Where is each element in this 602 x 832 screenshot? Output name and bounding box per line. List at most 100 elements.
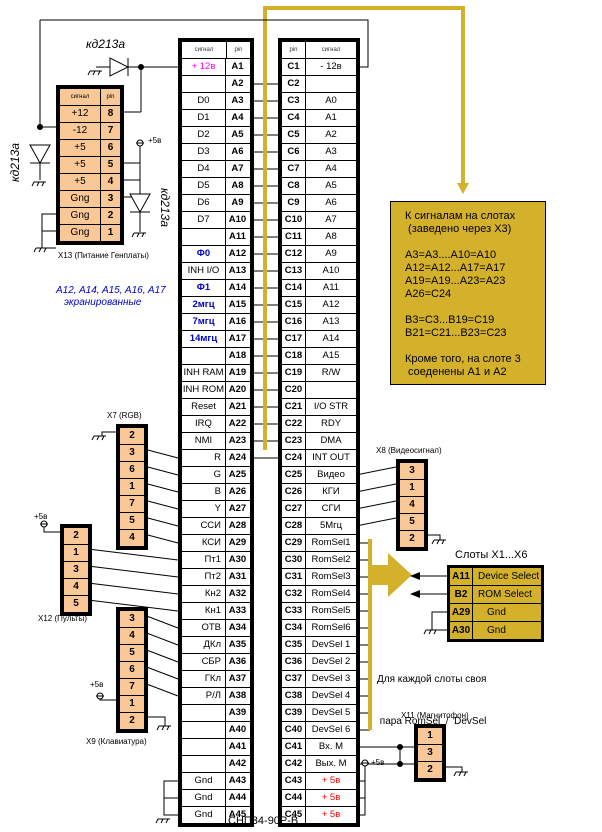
pin-number: A5	[231, 129, 244, 140]
pin-number: C15	[282, 297, 306, 313]
x13-signal: +12	[60, 106, 101, 122]
pin-number: A1	[231, 61, 244, 72]
pin-number: A29	[228, 537, 247, 548]
ground-icon	[36, 181, 40, 187]
signal-name: A0	[325, 95, 337, 106]
wire	[87, 582, 179, 595]
pair-note-line1: Для каждой слоты своя	[377, 674, 487, 685]
x8-pin: 1	[400, 479, 424, 496]
pin-number: A6	[231, 146, 244, 157]
x13-row: +12 8	[60, 105, 120, 122]
x13-pin: 8	[107, 108, 114, 119]
signal-name: Вых. М	[315, 758, 347, 769]
x9-pin: 3	[129, 613, 135, 624]
slot-note-line: Кроме того, на слоте 3	[405, 353, 521, 365]
pin-number: A34	[228, 622, 247, 633]
ground-icon	[436, 539, 440, 545]
pin-number: A21	[228, 401, 247, 412]
slot-signal: Gnd	[487, 607, 506, 618]
ground-icon	[136, 232, 140, 238]
signal-name: КСИ	[182, 535, 226, 551]
slot-note-text: К сигналам на слотах (заведено через X3)…	[405, 209, 521, 378]
ground-icon	[433, 629, 437, 635]
slot-note-line: соеденены A1 и A2	[405, 366, 507, 378]
ground-icon	[423, 629, 427, 635]
signal-name: + 12в	[182, 59, 226, 75]
signal-name	[182, 739, 226, 755]
pin-number: C21	[282, 399, 306, 415]
pin-number: A18	[228, 350, 247, 361]
ground-icon	[155, 818, 159, 824]
pin-number: C44	[282, 790, 306, 806]
slot-signal: Device Select	[478, 571, 540, 582]
pin-number: A39	[228, 707, 247, 718]
pin-number: A28	[228, 520, 247, 531]
pin-number: C18	[282, 348, 306, 364]
pin-number: C4	[282, 110, 306, 126]
signal-name: Gnd	[182, 773, 226, 789]
signal-name: DevSel 2	[311, 656, 351, 667]
signal-name: R	[182, 450, 226, 466]
pair-note: Для каждой слоты своя пара RomSel / DevS…	[377, 645, 486, 743]
pin-number: C29	[282, 535, 306, 551]
pin-number: A17	[228, 333, 247, 344]
signal-name: INT OUT	[312, 452, 350, 463]
ground-icon	[96, 435, 100, 441]
ground-icon	[131, 232, 135, 238]
connector-row-c45: C45+ 5в	[282, 806, 356, 823]
x13-pin: 1	[107, 227, 114, 238]
slot-note-line: A12=A12...A17=A17	[405, 262, 506, 274]
x8-pin: 3	[409, 465, 415, 476]
connector-row-c44: C44+ 5в	[282, 789, 356, 806]
gold-arrow-icon	[457, 183, 469, 194]
pin-number: A4	[231, 112, 244, 123]
signal-name: B	[182, 484, 226, 500]
connector-row-a39: A39	[182, 704, 250, 721]
ground-icon	[92, 70, 96, 76]
signal-name: RomSel4	[311, 588, 351, 599]
connector-row-a41: A41	[182, 738, 250, 755]
signal-name: A2	[325, 129, 337, 140]
signal-name: Ф0	[182, 246, 226, 262]
signal-name: Y	[182, 501, 226, 517]
x13-pin: 6	[107, 142, 114, 153]
wire	[143, 516, 179, 527]
signal-name: DevSel 6	[311, 724, 351, 735]
slot-signal: Gnd	[487, 625, 506, 636]
pin-number: A44	[228, 792, 247, 803]
signal-name: D7	[182, 212, 226, 228]
signal-name: Кн1	[182, 603, 226, 619]
slot-note-line: A26=C24	[405, 288, 452, 300]
slot-note-line: B21=C21...B23=C23	[405, 327, 507, 339]
x13-pin: 3	[107, 193, 114, 204]
pin-number: A45	[228, 809, 247, 820]
shielded-note-line2: экранированные	[64, 297, 142, 308]
pin-number: A25	[228, 469, 247, 480]
signal-name: A4	[325, 163, 337, 174]
ground-icon	[97, 70, 101, 76]
